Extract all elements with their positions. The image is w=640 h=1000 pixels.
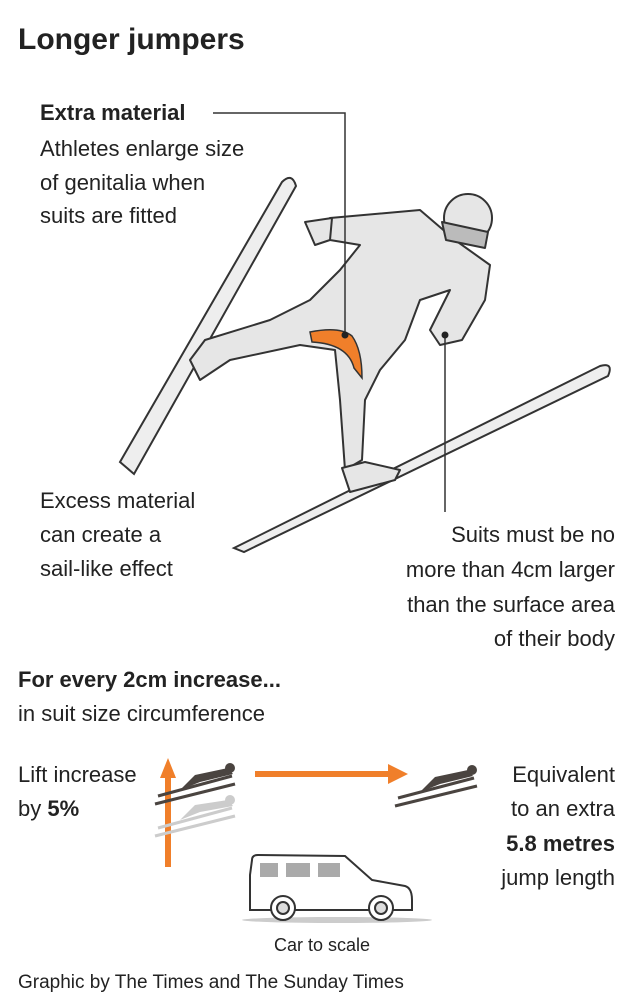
excess-material-text: Excess material (40, 488, 196, 513)
extra-material-text: suits are fitted (40, 203, 177, 228)
equivalent-value: 5.8 metres (506, 831, 615, 856)
jumper-silhouette-after (394, 765, 478, 808)
excess-material-text: can create a (40, 522, 162, 547)
extra-material-heading: Extra material (40, 100, 186, 125)
lift-prefix: by (18, 796, 48, 821)
distance-arrow (255, 764, 408, 784)
suit-rule-text: than the surface area (407, 592, 615, 617)
equivalent-text: to an extra (511, 796, 615, 821)
extra-material-text: Athletes enlarge size (40, 136, 245, 161)
car-caption: Car to scale (274, 935, 371, 955)
increase-heading: For every 2cm increase... (18, 667, 281, 692)
equivalent-text: Equivalent (512, 762, 615, 787)
lift-value-line: by 5% (18, 792, 79, 826)
left-ski (118, 176, 298, 476)
leader-lines (213, 112, 446, 512)
suit-rule-text: Suits must be no (451, 522, 615, 547)
jumper-silhouette-before (154, 795, 236, 838)
increase-subheading: in suit size circumference (18, 701, 265, 726)
jumper-silhouette (154, 763, 236, 806)
leader-dot (341, 331, 349, 339)
lift-arrow (160, 758, 176, 867)
lift-label: Lift increase (18, 762, 137, 787)
page-title: Longer jumpers (18, 23, 245, 56)
leader-dot (441, 331, 449, 339)
right-ski (231, 364, 611, 554)
equivalent-text: jump length (501, 865, 615, 890)
extra-material-text: of genitalia when (40, 170, 206, 195)
extra-material-highlight (309, 329, 363, 381)
lift-value: 5% (47, 796, 80, 821)
footer-credit: Graphic by The Times and The Sunday Time… (18, 972, 404, 993)
excess-material-text: sail-like effect (40, 556, 173, 581)
suit-rule-text: more than 4cm larger (405, 557, 615, 582)
car-icon (242, 853, 432, 923)
suit-rule-text: of their body (493, 626, 615, 651)
